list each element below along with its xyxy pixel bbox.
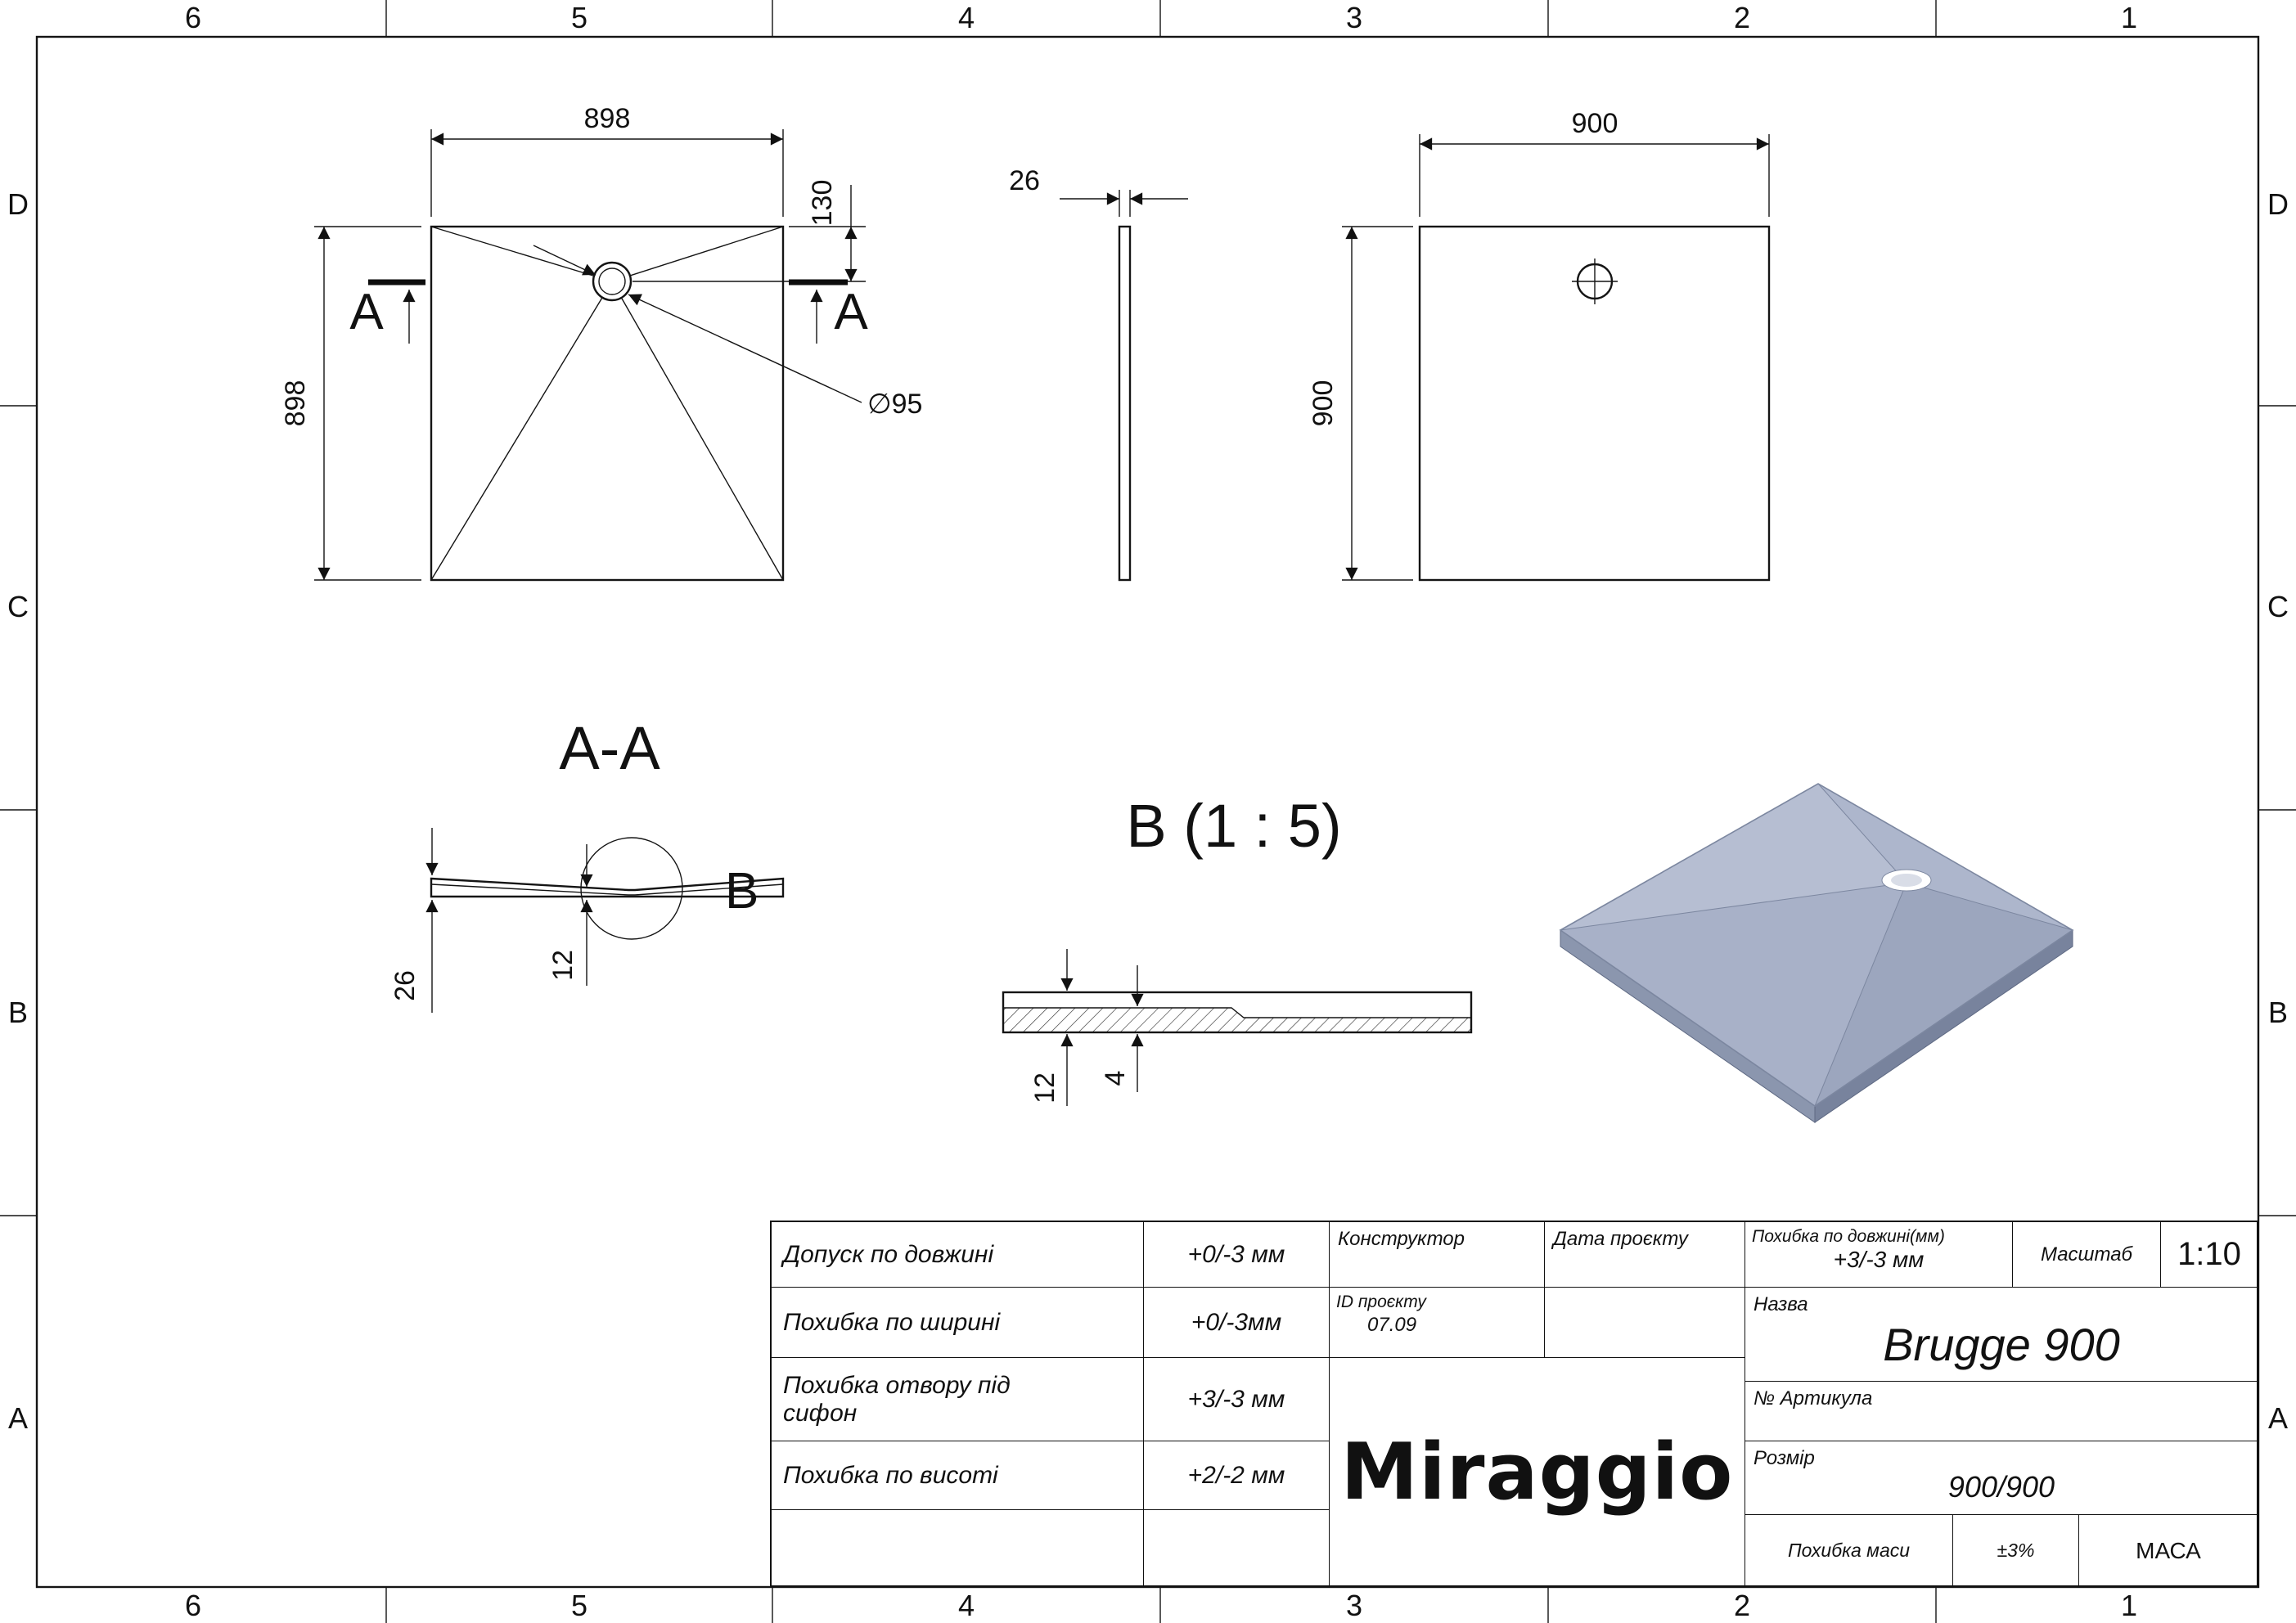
length-tolerance-cell: Похибка по довжині(мм) +3/-3 мм: [1745, 1222, 2013, 1288]
dim-900-width: 900: [1572, 108, 1618, 139]
col-label-6-top: 6: [185, 1, 201, 34]
detail-circle-b: [580, 837, 683, 940]
mass-label: МАСА: [2136, 1537, 2201, 1563]
view-side: 26: [1009, 165, 1188, 582]
dim-12-section: 12: [547, 950, 579, 981]
row-label-d-left: D: [7, 187, 29, 221]
tolerance-value: +0/-3 мм: [1187, 1240, 1285, 1268]
iso-facet-tl: [1560, 784, 1907, 930]
row-label-d-right: D: [2267, 187, 2289, 221]
scale-label-cell: Масштаб: [2013, 1222, 2161, 1288]
col-label-1-top: 1: [2121, 1, 2137, 34]
mass-cell: МАСА: [2079, 1515, 2258, 1586]
tolerance-value: +3/-3 мм: [1187, 1385, 1285, 1413]
col-label-4-bottom: 4: [958, 1589, 975, 1622]
col-label-5-bottom: 5: [571, 1589, 588, 1622]
col-label-3-top: 3: [1346, 1, 1362, 34]
view-section-aa: A-A B 26 12: [389, 714, 785, 1013]
tolerance-value: +0/-3мм: [1191, 1308, 1282, 1336]
product-name: Brugge 900: [1883, 1319, 2120, 1370]
tolerance-row-3-label: Похибка отвору під сифон: [772, 1358, 1144, 1441]
tolerance-row-4-label: Похибка по висоті: [772, 1441, 1144, 1510]
view-detail-b: B (1 : 5) 12 4: [1002, 792, 1473, 1106]
dim-12-detail: 12: [1029, 1072, 1060, 1104]
name-label: Назва: [1754, 1293, 1808, 1315]
iso-facet-br: [1815, 883, 2073, 1106]
mass-tolerance-value-cell: ±3%: [1953, 1515, 2079, 1586]
col-label-2-top: 2: [1734, 1, 1750, 34]
logo-cell: Miraggio: [1330, 1358, 1745, 1586]
dim-130-drain-offset: 130: [807, 180, 838, 227]
length-tolerance-value: +3/-3 мм: [1833, 1247, 1925, 1272]
tolerance-row-5-label: [772, 1510, 1144, 1586]
project-date-value-cell: [1545, 1288, 1745, 1358]
dim-898-width: 898: [584, 103, 631, 134]
section-mark-a-left: A: [349, 284, 384, 340]
mass-tolerance-label-cell: Похибка маси: [1745, 1515, 1953, 1586]
col-label-4-top: 4: [958, 1, 975, 34]
tolerance-row-3-value: +3/-3 мм: [1144, 1358, 1330, 1441]
view-top: 898 130 898 A A ∅95: [280, 103, 922, 582]
project-id-value: 07.09: [1367, 1314, 1417, 1336]
project-date-label: Дата проєкту: [1553, 1228, 1688, 1250]
row-label-c-right: C: [2267, 590, 2289, 623]
constructor-cell: Конструктор: [1330, 1222, 1545, 1288]
section-mark-a-right: A: [834, 284, 868, 340]
tolerance-label: Допуск по довжині: [783, 1240, 994, 1268]
scale-value-cell: 1:10: [2161, 1222, 2258, 1288]
project-date-cell: Дата проєкту: [1545, 1222, 1745, 1288]
name-cell: Назва Brugge 900: [1745, 1288, 2258, 1382]
project-id-cell: ID проєкту 07.09: [1330, 1288, 1545, 1358]
dim-26-section: 26: [389, 970, 421, 1001]
tolerance-label: Похибка отвору під сифон: [783, 1371, 1011, 1427]
length-tolerance-label: Похибка по довжині(мм): [1752, 1227, 1945, 1246]
iso-facet-bl: [1560, 883, 1907, 1106]
miraggio-logo: Miraggio: [1340, 1427, 1734, 1517]
scale-label: Масштаб: [2040, 1243, 2133, 1266]
tolerance-row-1-label: Допуск по довжині: [772, 1222, 1144, 1288]
tolerance-row-2-label: Похибка по ширині: [772, 1288, 1144, 1358]
dim-drain-diameter: ∅95: [867, 389, 922, 420]
project-id-label: ID проєкту: [1336, 1293, 1426, 1311]
col-label-1-bottom: 1: [2121, 1589, 2137, 1622]
detail-letter-b: B: [725, 863, 759, 919]
size-label: Розмір: [1754, 1447, 1815, 1469]
row-label-a-left: A: [8, 1401, 28, 1435]
detail-title: B (1 : 5): [1126, 792, 1341, 860]
view-plan: 900 900: [1308, 108, 1771, 582]
article-cell: № Артикула: [1745, 1382, 2258, 1441]
dim-26-thickness: 26: [1009, 165, 1040, 196]
article-label: № Артикула: [1754, 1387, 1873, 1409]
tolerance-row-1-value: +0/-3 мм: [1144, 1222, 1330, 1288]
tolerance-row-2-value: +0/-3мм: [1144, 1288, 1330, 1358]
col-label-3-bottom: 3: [1346, 1589, 1362, 1622]
section-title: A-A: [559, 714, 660, 782]
row-label-a-right: A: [2268, 1401, 2288, 1435]
size-value: 900/900: [1947, 1470, 2055, 1504]
row-label-c-left: C: [7, 590, 29, 623]
tolerance-value: +2/-2 мм: [1187, 1461, 1285, 1489]
view-isometric: [1559, 783, 2074, 1123]
mass-tolerance-value: ±3%: [1997, 1540, 2035, 1561]
mass-tolerance-label: Похибка маси: [1787, 1540, 1911, 1561]
col-label-2-bottom: 2: [1734, 1589, 1750, 1622]
tolerance-label: Похибка по ширині: [783, 1308, 1001, 1336]
dim-4-detail: 4: [1100, 1071, 1131, 1086]
title-block: Допуск по довжині +0/-3 мм Похибка по ши…: [770, 1221, 2258, 1587]
size-cell: Розмір 900/900: [1745, 1441, 2258, 1515]
tolerance-row-5-value: [1144, 1510, 1330, 1586]
dim-900-height: 900: [1308, 380, 1339, 427]
scale-value: 1:10: [2177, 1236, 2241, 1272]
tolerance-label: Похибка по висоті: [783, 1461, 998, 1489]
row-label-b-left: B: [8, 996, 28, 1029]
col-label-6-bottom: 6: [185, 1589, 201, 1622]
row-label-b-right: B: [2268, 996, 2288, 1029]
dim-898-height: 898: [280, 380, 311, 427]
tolerance-row-4-value: +2/-2 мм: [1144, 1441, 1330, 1510]
col-label-5-top: 5: [571, 1, 588, 34]
constructor-label: Конструктор: [1338, 1228, 1465, 1250]
